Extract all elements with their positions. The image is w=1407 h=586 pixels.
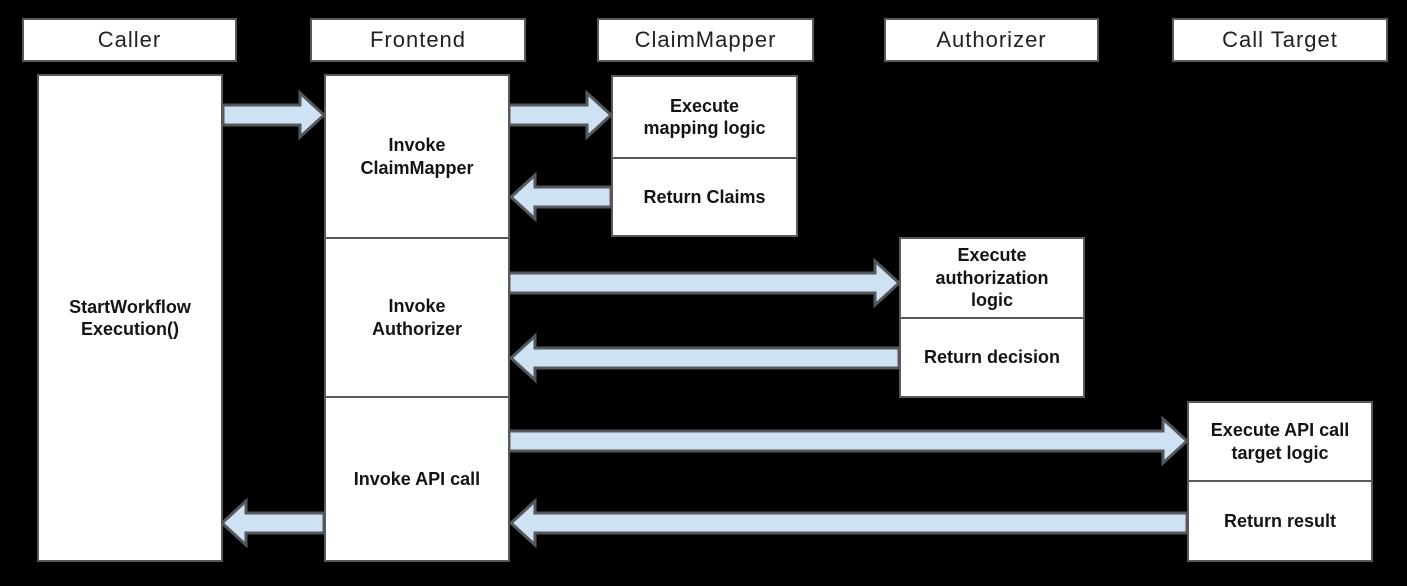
section-execute-authorization-logic: Execute authorization logic [901,239,1083,317]
section-execute-api-call-target-logic: Execute API call target logic [1189,403,1371,480]
section-return-result: Return result [1189,480,1371,560]
activation-frontend: Invoke ClaimMapper Invoke Authorizer Inv… [324,74,510,562]
lifeline-header-calltarget: Call Target [1172,18,1388,62]
section-execute-mapping-logic: Execute mapping logic [613,77,796,157]
lifeline-header-authorizer: Authorizer [884,18,1099,62]
activation-claimmapper: Execute mapping logic Return Claims [611,75,798,237]
section-invoke-claimmapper: Invoke ClaimMapper [326,76,508,237]
section-label-invoke-claimmapper: Invoke ClaimMapper [360,135,474,178]
lifeline-header-calltarget-label: Call Target [1222,27,1338,52]
section-label-startworkflowexecution: StartWorkflow Execution() [69,296,191,340]
section-label-invoke-api-call: Invoke API call [353,468,481,489]
lifeline-header-claimmapper-label: ClaimMapper [634,27,777,52]
arrow-frontend-to-calltarget [507,415,1190,467]
section-label-invoke-authorizer: Invoke Authorizer [372,296,462,339]
section-label-execute-api-call-target-logic: Execute API call target logic [1210,420,1350,463]
section-startworkflowexecution: StartWorkflow Execution() [39,76,221,560]
lifeline-header-caller: Caller [22,18,237,62]
section-label-return-result: Return result [1223,510,1337,531]
lifeline-header-frontend: Frontend [310,18,526,62]
activation-authorizer: Execute authorization logic Return decis… [899,237,1085,398]
section-label-return-decision: Return decision [923,347,1061,368]
lifeline-header-claimmapper: ClaimMapper [597,18,814,62]
arrow-caller-to-frontend [221,89,327,141]
section-label-return-claims: Return Claims [643,186,766,207]
arrow-frontend-to-caller [219,497,326,549]
section-label-execute-mapping-logic: Execute mapping logic [643,95,766,139]
section-return-decision: Return decision [901,317,1083,396]
arrow-authorizer-to-frontend [508,332,901,384]
section-return-claims: Return Claims [613,157,796,235]
section-label-execute-authorization-logic: Execute authorization logic [935,245,1049,311]
activation-caller: StartWorkflow Execution() [37,74,223,562]
activation-calltarget: Execute API call target logic Return res… [1187,401,1373,562]
arrow-calltarget-to-frontend [508,497,1189,549]
section-invoke-authorizer: Invoke Authorizer [326,237,508,396]
lifeline-header-frontend-label: Frontend [369,27,467,52]
section-invoke-api-call: Invoke API call [326,396,508,560]
lifeline-header-caller-label: Caller [97,27,162,52]
arrow-claimmapper-to-frontend [508,171,613,223]
lifeline-header-authorizer-label: Authorizer [936,27,1047,52]
arrow-frontend-to-authorizer [507,257,902,309]
arrow-frontend-to-claimmapper [507,89,614,141]
